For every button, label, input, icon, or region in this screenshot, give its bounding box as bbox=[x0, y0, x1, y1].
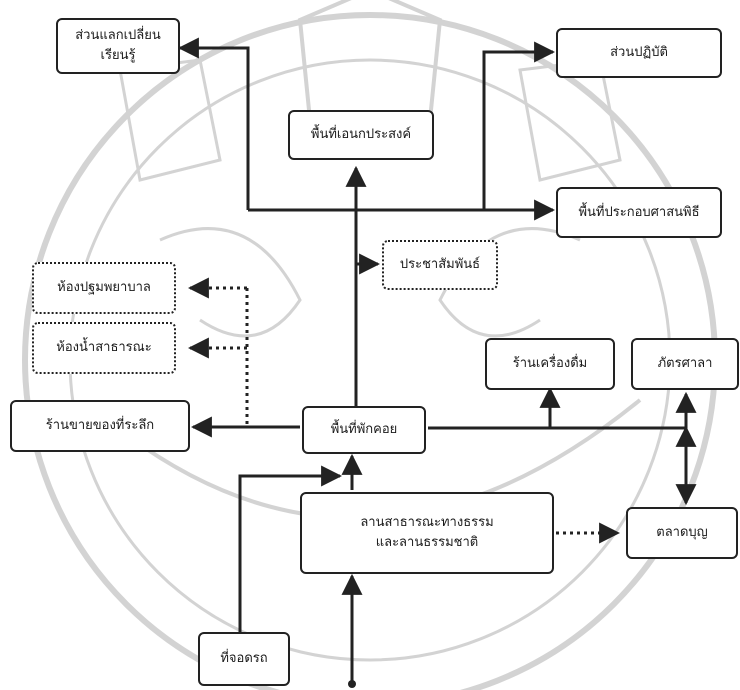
node-canteen: ภัตรศาลา bbox=[631, 338, 739, 390]
node-first-aid-label: ห้องปฐมพยาบาล bbox=[57, 280, 151, 295]
node-first-aid: ห้องปฐมพยาบาล bbox=[32, 262, 176, 314]
node-ceremony-label: พื้นที่ประกอบศาสนพิธี bbox=[578, 204, 700, 220]
node-learning-line1: ส่วนแลกเปลี่ยน bbox=[75, 28, 161, 43]
parking-to-rest-area-arrow bbox=[238, 465, 343, 632]
node-drinks: ร้านเครื่องดื่ม bbox=[485, 338, 615, 390]
node-public-park: ลานสาธารณะทางธรรม และลานธรรมชาติ bbox=[300, 492, 554, 574]
node-park-line2: และลานธรรมชาติ bbox=[375, 535, 479, 550]
branch-to-learning-arrow bbox=[177, 37, 250, 210]
node-drinks-label: ร้านเครื่องดื่ม bbox=[512, 356, 588, 371]
node-multipurpose-label: พื้นที่เอนกประสงค์ bbox=[310, 127, 412, 142]
node-restroom: ห้องน้ำสาธารณะ bbox=[32, 322, 176, 374]
node-parking: ที่จอดรถ bbox=[198, 632, 290, 686]
entry-point bbox=[348, 680, 356, 688]
node-multipurpose: พื้นที่เอนกประสงค์ bbox=[288, 110, 434, 160]
node-rest-area: พื้นที่พักคอย bbox=[302, 406, 426, 454]
node-practice: ส่วนปฏิบัติ bbox=[556, 28, 722, 78]
node-park-line1: ลานสาธารณะทางธรรม bbox=[360, 515, 494, 530]
node-pr-label: ประชาสัมพันธ์ bbox=[399, 257, 481, 272]
node-rest-area-label: พื้นที่พักคอย bbox=[330, 422, 398, 437]
node-learning-line2: เรียนรู้ bbox=[100, 48, 136, 63]
node-canteen-label: ภัตรศาลา bbox=[657, 356, 713, 371]
node-ceremony: พื้นที่ประกอบศาสนพิธี bbox=[556, 187, 722, 238]
node-restroom-label: ห้องน้ำสาธารณะ bbox=[56, 340, 152, 355]
node-souvenir: ร้านขายของที่ระลึก bbox=[10, 400, 190, 452]
node-learning-exchange: ส่วนแลกเปลี่ยน เรียนรู้ bbox=[56, 18, 180, 74]
node-parking-label: ที่จอดรถ bbox=[220, 651, 268, 666]
node-souvenir-label: ร้านขายของที่ระลึก bbox=[45, 418, 155, 433]
node-practice-label: ส่วนปฏิบัติ bbox=[610, 45, 668, 60]
node-pr: ประชาสัมพันธ์ bbox=[382, 240, 498, 290]
node-merit-market: ตลาดบุญ bbox=[626, 507, 738, 559]
node-merit-market-label: ตลาดบุญ bbox=[656, 525, 708, 540]
branch-to-practice-arrow bbox=[482, 41, 556, 210]
